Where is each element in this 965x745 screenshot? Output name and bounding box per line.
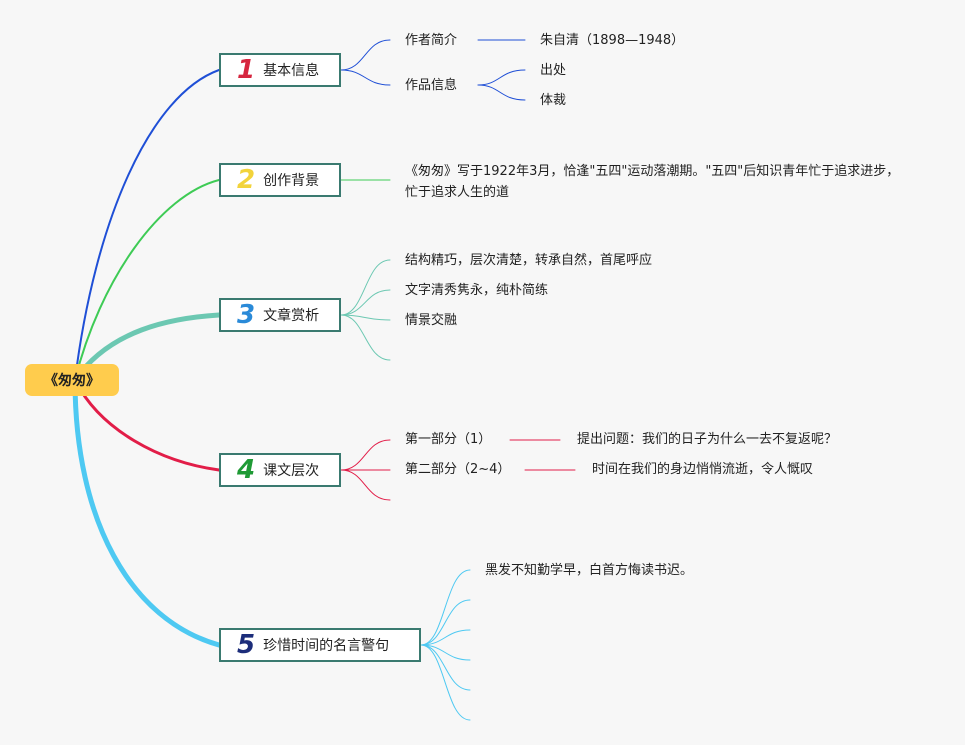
branch-basic-info[interactable]: 1 基本信息 [219, 53, 341, 87]
connector-branch-1 [74, 69, 220, 381]
connector-b3-item-1 [340, 259, 391, 316]
connector-b5-item-5 [420, 644, 471, 691]
branch-background[interactable]: 2 创作背景 [219, 163, 341, 197]
branch-label: 文章赏析 [263, 308, 320, 324]
connector-b3-item-3 [340, 314, 391, 321]
connector-b5-item-3 [420, 629, 471, 646]
node-part-one-detail[interactable]: 提出问题：我们的日子为什么一去不复返呢？ [577, 432, 838, 447]
node-author-intro[interactable]: 作者简介 [405, 33, 458, 48]
connector-branch-4 [73, 378, 221, 472]
connector-b4-item-1 [340, 439, 391, 471]
connector-b4-item-3 [340, 469, 391, 501]
branch-number: 2 [237, 165, 256, 195]
node-structure[interactable]: 结构精巧，层次清楚，转承自然，首尾呼应 [405, 253, 653, 268]
connector-b5-item-1 [420, 569, 471, 646]
connector-branch-2 [74, 179, 220, 381]
connector-b1-genre [477, 84, 526, 101]
branch-label: 珍惜时间的名言警句 [263, 638, 390, 654]
branch-number: 4 [237, 455, 256, 485]
connector-branch-5 [72, 377, 222, 648]
connector-b3-item-2 [340, 289, 391, 316]
connector-b5-item-2 [420, 599, 471, 646]
node-background-text[interactable]: 《匆匆》写于1922年3月，恰逢"五四"运动落潮期。"五四"后知识青年忙于追求进… [405, 164, 900, 200]
root-label: 《匆匆》 [44, 373, 100, 389]
branch-number: 1 [237, 55, 256, 85]
branch-number: 3 [237, 300, 256, 330]
branch-quotes[interactable]: 5 珍惜时间的名言警句 [219, 628, 421, 662]
node-work-info[interactable]: 作品信息 [405, 78, 458, 93]
node-genre[interactable]: 体裁 [540, 93, 567, 108]
root-node[interactable]: 《匆匆》 [25, 364, 119, 396]
connector-b1-author [340, 39, 391, 71]
connector-b1-source [477, 69, 526, 86]
connector-b1-work [340, 69, 391, 86]
node-part-two-detail[interactable]: 时间在我们的身边悄悄流逝，令人慨叹 [592, 462, 814, 477]
node-part-one[interactable]: 第一部分（1） [405, 432, 492, 447]
connector-b5-item-6 [420, 644, 471, 721]
branch-appreciation[interactable]: 3 文章赏析 [219, 298, 341, 332]
connector-b3-item-4 [340, 314, 391, 361]
branch-structure[interactable]: 4 课文层次 [219, 453, 341, 487]
branch-label: 基本信息 [263, 63, 320, 79]
node-source[interactable]: 出处 [540, 63, 567, 78]
branch-label: 创作背景 [263, 173, 320, 189]
node-emotion[interactable]: 情景交融 [405, 313, 458, 328]
branch-label: 课文层次 [263, 463, 320, 479]
node-language[interactable]: 文字清秀隽永，纯朴简练 [405, 283, 549, 298]
node-author-name[interactable]: 朱自清（1898—1948） [540, 33, 685, 48]
node-part-two[interactable]: 第二部分（2~4） [405, 462, 511, 477]
connector-branch-3 [72, 312, 222, 383]
node-quote-one[interactable]: 黑发不知勤学早，白首方悔读书迟。 [485, 563, 694, 578]
branch-number: 5 [237, 630, 256, 660]
